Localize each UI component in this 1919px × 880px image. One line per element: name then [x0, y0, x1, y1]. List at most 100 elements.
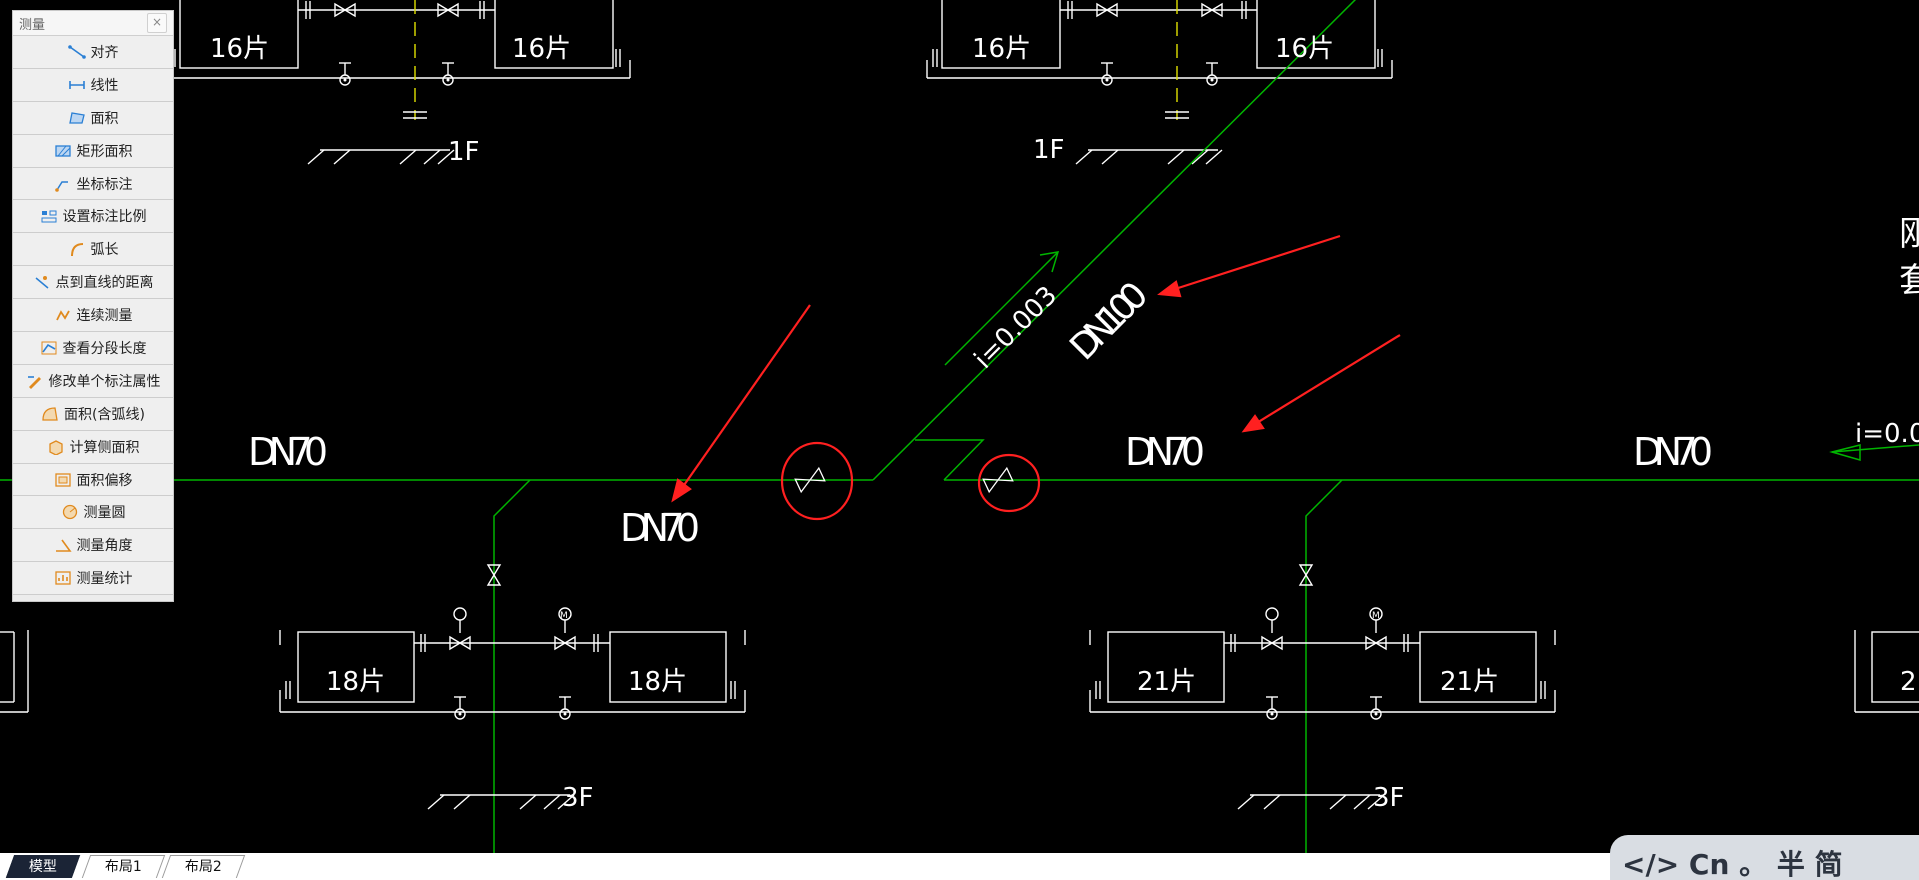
tool-item-label: 对齐: [90, 44, 119, 61]
measure-panel-title: 测量: [19, 17, 46, 33]
tool-item-label: 连续测量: [76, 308, 133, 325]
tool-item-label: 线性: [90, 77, 119, 94]
tool-item-label: 弧长: [90, 242, 119, 259]
tool-item-label: 坐标标注: [76, 176, 133, 193]
radiator-label: 16片: [972, 34, 1031, 64]
radiator-group-bottom-right: [1089, 630, 1556, 713]
measure-panel-title-bar[interactable]: 测量 ×: [13, 11, 173, 36]
watermark: </> Cn 。 半 简: [1610, 835, 1919, 880]
tool-item-label: 测量统计: [76, 571, 133, 588]
radiator-label: 21: [1900, 667, 1919, 697]
tool-item-coordinate[interactable]: 坐标标注: [13, 167, 173, 201]
pipe-size-label-dn100: DN100: [1062, 274, 1156, 368]
linear-icon: [68, 77, 86, 93]
tool-item-label: 矩形面积: [76, 143, 133, 160]
main-pipe-valve-right[interactable]: [982, 466, 1014, 494]
radiator-edge-left: [0, 630, 29, 713]
tool-item-point-line[interactable]: 点到直线的距离: [13, 266, 173, 300]
tool-item-area[interactable]: 面积: [13, 101, 173, 135]
tool-item-label: 面积偏移: [76, 472, 133, 489]
area-offset-icon: [54, 472, 72, 488]
slope-label: i=0.0: [1855, 419, 1919, 449]
tool-item-segment[interactable]: 查看分段长度: [13, 332, 173, 365]
radiator-label: 21片: [1137, 667, 1196, 697]
valve-motor-label: M: [1372, 611, 1380, 621]
radiator-label: 21片: [1440, 667, 1499, 697]
pipe-size-label: DN70: [1125, 430, 1205, 474]
tool-item-label: 点到直线的距离: [55, 275, 154, 292]
radiator-label: 16片: [1275, 34, 1334, 64]
tool-item-linear[interactable]: 线性: [13, 68, 173, 102]
tab-layout1[interactable]: 布局1: [81, 855, 166, 878]
floor-label: 3F: [1373, 783, 1405, 813]
red-arrow-3: [1254, 334, 1401, 425]
highlight-circle-left: [780, 441, 854, 521]
arc-length-icon: [68, 241, 86, 257]
radiator-label: 16片: [210, 34, 269, 64]
tool-item-scale[interactable]: 设置标注比例: [13, 200, 173, 234]
radiator-group-top-right: [926, 0, 1393, 120]
tool-item-label: 查看分段长度: [62, 340, 147, 357]
close-icon[interactable]: ×: [147, 13, 167, 33]
side-text: 刚: [1899, 214, 1919, 254]
floor-label: 1F: [1033, 135, 1065, 165]
red-arrows: [671, 234, 1401, 503]
red-arrow-1: [681, 304, 811, 489]
statistics-icon: [54, 570, 72, 586]
radiator-label: 18片: [628, 667, 687, 697]
cad-drawing-canvas[interactable]: 16片 16片 16片 16片 18片 18片 21片 21片 21 1F 1F…: [0, 0, 1919, 853]
pipe-size-label: DN70: [248, 430, 328, 474]
radiator-edge-right: [1854, 630, 1919, 713]
tool-item-side-area[interactable]: 计算侧面积: [13, 430, 173, 464]
tool-item-angle[interactable]: 测量角度: [13, 529, 173, 563]
red-annotation-circles: [780, 441, 1041, 521]
angle-icon: [54, 537, 72, 553]
radiator-group-top-left: [164, 0, 631, 120]
tab-label: 模型: [28, 859, 57, 875]
arc-area-icon: [41, 406, 59, 422]
radiator-label: 16片: [512, 34, 571, 64]
floor-label: 3F: [562, 783, 594, 813]
layout-tab-bar: 模型 布局1 布局2: [0, 853, 1919, 880]
tool-item-area-offset[interactable]: 面积偏移: [13, 463, 173, 497]
tab-label: 布局2: [184, 859, 222, 875]
tool-item-label: 计算侧面积: [69, 439, 140, 456]
radiator-label: 18片: [326, 667, 385, 697]
rect-area-icon: [54, 143, 72, 159]
tool-item-arc-length[interactable]: 弧长: [13, 233, 173, 267]
tool-item-label: 修改单个标注属性: [48, 373, 161, 390]
tool-item-continuous[interactable]: 连续测量: [13, 299, 173, 333]
radiator-group-bottom-left: [279, 630, 746, 713]
tool-item-label: 面积(含弧线): [64, 406, 145, 423]
pipe-size-label: DN70: [620, 506, 700, 550]
tool-item-label: 测量圆: [83, 505, 126, 522]
tool-item-arc-area[interactable]: 面积(含弧线): [13, 397, 173, 431]
tab-label: 布局1: [104, 859, 142, 875]
tool-item-statistics[interactable]: 测量统计: [13, 562, 173, 596]
tab-layout2[interactable]: 布局2: [161, 855, 246, 878]
main-pipe-valve-left[interactable]: [794, 466, 826, 494]
measure-panel: 测量 × 对齐线性面积矩形面积坐标标注设置标注比例弧长点到直线的距离连续测量查看…: [12, 10, 174, 602]
tool-item-rect-area[interactable]: 矩形面积: [13, 134, 173, 168]
continuous-icon: [54, 307, 72, 323]
tool-item-label: 测量角度: [76, 538, 133, 555]
side-area-icon: [47, 439, 65, 455]
tab-model[interactable]: 模型: [5, 855, 81, 878]
tool-item-label: 设置标注比例: [62, 209, 147, 226]
side-text: 套: [1899, 261, 1919, 301]
align-icon: [67, 44, 86, 60]
main-pipe: [0, 0, 1919, 853]
segment-icon: [40, 340, 58, 356]
floor-label: 1F: [448, 137, 480, 167]
scale-icon: [40, 208, 58, 224]
highlight-circle-right: [977, 453, 1041, 513]
tool-item-edit-annotation[interactable]: 修改单个标注属性: [13, 364, 173, 398]
point-line-icon: [33, 274, 51, 290]
area-icon: [68, 110, 86, 126]
pipe-size-label: DN70: [1633, 430, 1713, 474]
tool-item-align[interactable]: 对齐: [13, 36, 173, 69]
tool-item-circle-measure[interactable]: 测量圆: [13, 496, 173, 530]
circle-measure-icon: [61, 504, 79, 520]
measure-tool-list: 对齐线性面积矩形面积坐标标注设置标注比例弧长点到直线的距离连续测量查看分段长度修…: [13, 36, 173, 596]
coordinate-icon: [54, 176, 72, 192]
